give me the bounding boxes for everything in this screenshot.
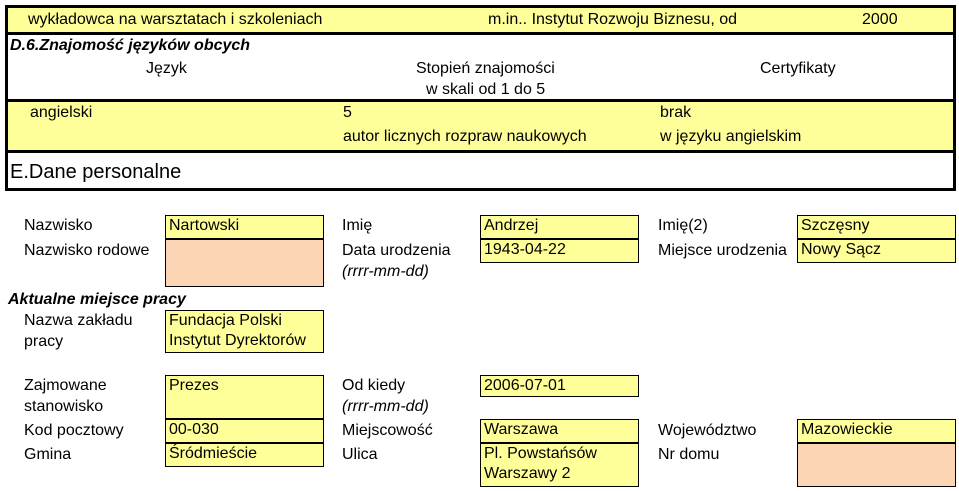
postal-code-field[interactable]: 00-030 [165, 419, 324, 443]
header-year: 2000 [862, 11, 898, 28]
birth-place-field[interactable]: Nowy Sącz [797, 239, 956, 263]
employer-line2: Instytut Dyrektorów [169, 332, 306, 349]
employer-line1: Fundacja Polski [169, 312, 282, 329]
street-line1: Pl. Powstańsów [484, 445, 597, 462]
surname-field[interactable]: Nartowski [165, 215, 324, 239]
first-name-label: Imię [342, 217, 373, 234]
since-value: 2006-07-01 [484, 377, 566, 394]
birth-date-label: Data urodzenia [342, 242, 451, 259]
column-header-level: Stopień znajomości [416, 60, 555, 77]
city-value: Warszawa [484, 421, 559, 438]
birth-date-field[interactable]: 1943-04-22 [480, 239, 639, 263]
province-field[interactable]: Mazowieckie [797, 419, 956, 443]
language-certificate: brak [660, 104, 692, 121]
maiden-name-field[interactable] [165, 239, 324, 287]
postal-code-label: Kod pocztowy [24, 422, 124, 439]
birth-place-label: Miejsce urodzenia [658, 242, 787, 259]
second-name-field[interactable]: Szczęsny [797, 215, 956, 239]
maiden-name-label: Nazwisko rodowe [24, 242, 150, 259]
second-name-value: Szczęsny [801, 217, 870, 234]
header-left-text: wykładowca na warsztatach i szkoleniach [28, 11, 323, 28]
commune-value: Śródmieście [169, 445, 258, 462]
province-value: Mazowieckie [801, 421, 893, 438]
since-format-label: (rrrr-mm-dd) [342, 398, 429, 415]
province-label: Województwo [658, 422, 757, 439]
birth-date-value: 1943-04-22 [484, 241, 566, 258]
header-middle-text: m.in.. Instytut Rozwoju Biznesu, od [488, 11, 737, 28]
language-level: 5 [343, 104, 352, 121]
employer-field[interactable]: Fundacja Polski Instytut Dyrektorów [165, 310, 324, 353]
birth-place-value: Nowy Sącz [801, 241, 882, 258]
language-name: angielski [30, 104, 93, 121]
since-label: Od kiedy [342, 377, 406, 394]
first-name-field[interactable]: Andrzej [480, 215, 639, 239]
language-note-right: w języku angielskim [660, 128, 802, 145]
surname-label: Nazwisko [24, 217, 93, 234]
employer-label: Nazwa zakładu [24, 312, 133, 329]
commune-field[interactable]: Śródmieście [165, 443, 324, 467]
commune-label: Gmina [24, 446, 72, 463]
postal-code-value: 00-030 [169, 421, 219, 438]
personal-section-title: E.Dane personalne [10, 161, 182, 183]
languages-section: D.6.Znajomość języków obcych Język Stopi… [5, 35, 956, 99]
first-name-value: Andrzej [484, 217, 539, 234]
header-bar: wykładowca na warsztatach i szkoleniach … [5, 5, 956, 35]
street-label: Ulica [342, 446, 378, 463]
surname-value: Nartowski [169, 217, 240, 234]
column-header-certificates: Certyfikaty [760, 60, 836, 77]
position-label-cont: stanowisko [24, 398, 104, 415]
language-note-left: autor licznych rozpraw naukowych [343, 128, 587, 145]
since-field[interactable]: 2006-07-01 [480, 375, 639, 397]
street-line2: Warszawy 2 [484, 465, 571, 482]
column-header-language: Język [146, 60, 187, 77]
city-label: Miejscowość [342, 422, 433, 439]
street-field[interactable]: Pl. Powstańsów Warszawy 2 [480, 443, 639, 487]
languages-section-title: D.6.Znajomość języków obcych [10, 37, 251, 54]
position-label: Zajmowane [24, 377, 107, 394]
house-number-label: Nr domu [658, 446, 720, 463]
city-field[interactable]: Warszawa [480, 419, 639, 443]
language-row: angielski 5 brak autor licznych rozpraw … [5, 99, 956, 153]
employer-label-cont: pracy [24, 333, 64, 350]
second-name-label: Imię(2) [658, 217, 708, 234]
workplace-section-title: Aktualne miejsce pracy [8, 291, 186, 308]
birth-date-format-label: (rrrr-mm-dd) [342, 263, 429, 280]
position-value: Prezes [169, 377, 219, 394]
personal-section-title-bar: E.Dane personalne [5, 153, 956, 191]
position-field[interactable]: Prezes [165, 375, 324, 419]
column-header-level-scale: w skali od 1 do 5 [426, 81, 546, 98]
house-number-field[interactable] [797, 443, 956, 487]
